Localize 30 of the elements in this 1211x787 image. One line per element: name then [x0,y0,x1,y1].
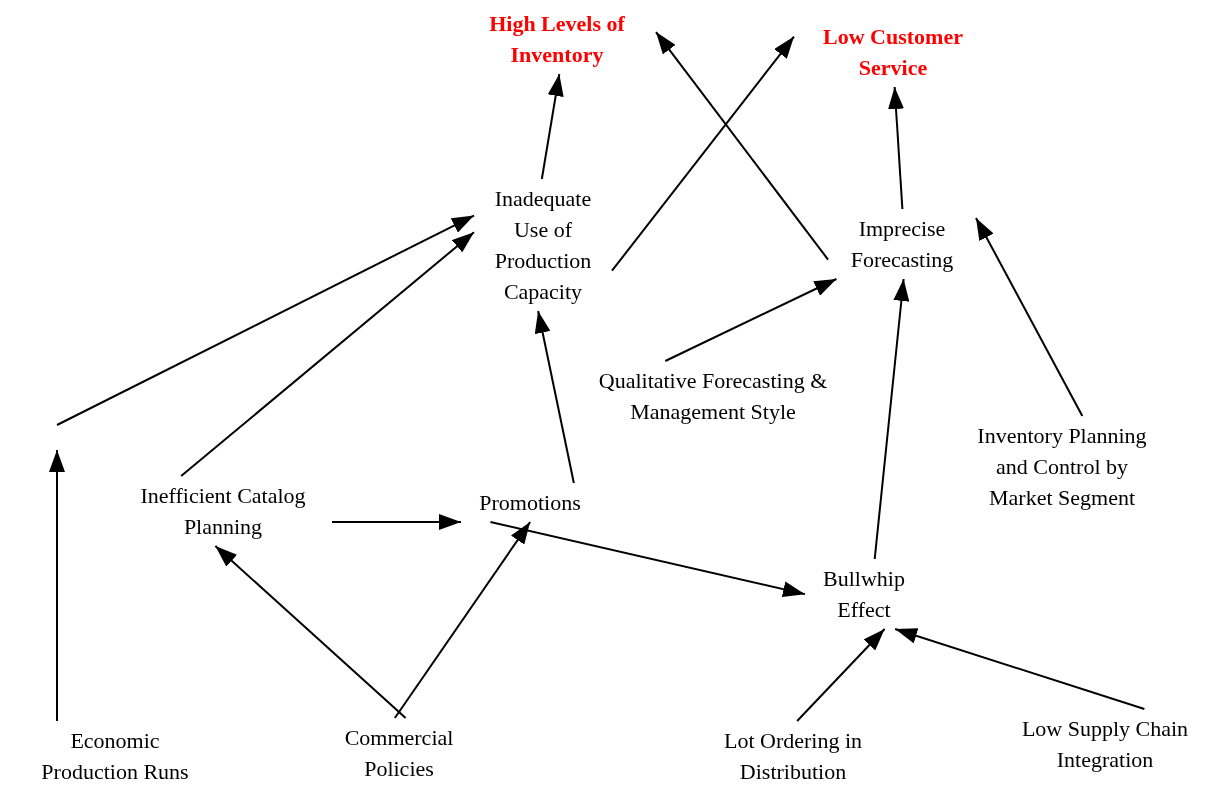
arrow [655,31,829,261]
arrow [56,214,475,426]
arrow [489,521,806,598]
arrow [796,628,886,722]
arrow [540,73,564,180]
arrow [180,231,475,477]
cause-label: Lot Ordering in Distribution [720,723,866,787]
cause-label: Inefficient Catalog Planning [118,478,328,544]
cause-label: Inadequate Use of Production Capacity [478,181,608,309]
arrow [393,521,532,719]
outcome-label: High Levels of Inventory [462,6,652,72]
arrow [873,278,910,560]
cause-label: Bullwhip Effect [809,561,919,627]
cause-label: Economic Production Runs [37,723,193,787]
cause-label: Promotions [465,485,595,520]
arrow [331,514,462,530]
arrow [975,216,1084,417]
arrow [664,278,838,362]
cause-label: Imprecise Forecasting [832,211,972,277]
arrow [611,35,795,272]
cause-label: Low Supply Chain Integration [1001,711,1209,777]
cause-label: Commercial Policies [326,720,472,786]
cause-label: Inventory Planning and Control by Market Segment [962,418,1162,515]
outcome-label: Low Customer Service [798,19,988,85]
arrow [894,628,1146,710]
arrow [888,86,904,210]
cause-label: Qualitative Forecasting & Management Style [595,363,831,429]
arrow [49,449,65,722]
arrow [214,545,407,719]
arrow [534,310,575,484]
